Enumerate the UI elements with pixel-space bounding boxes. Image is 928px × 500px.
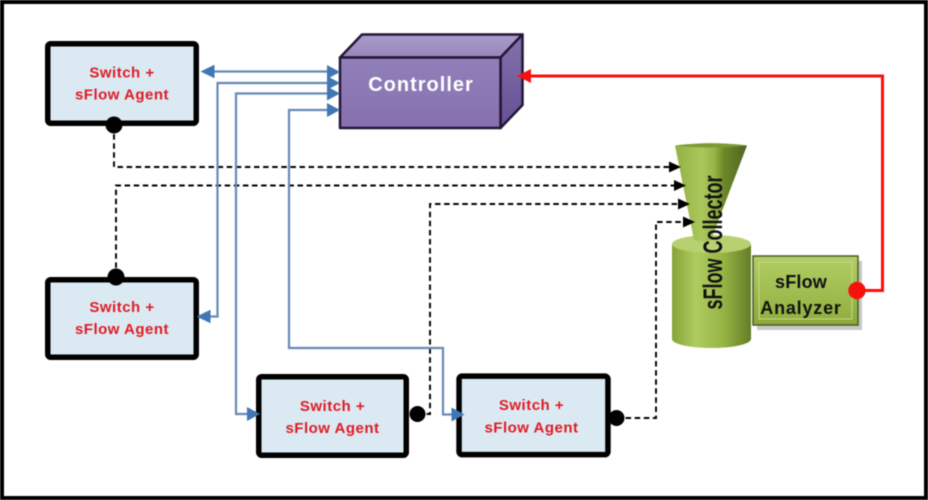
svg-text:sFlow Agent: sFlow Agent	[484, 420, 578, 437]
svg-text:Switch +: Switch +	[89, 65, 154, 82]
svg-text:sFlow Agent: sFlow Agent	[75, 321, 169, 338]
svg-text:Switch +: Switch +	[89, 299, 154, 316]
svg-text:Analyzer: Analyzer	[760, 298, 841, 318]
svg-text:sFlow: sFlow	[775, 272, 828, 292]
svg-text:Switch +: Switch +	[499, 397, 564, 414]
svg-text:sFlow Collector: sFlow Collector	[698, 175, 728, 309]
svg-text:sFlow Agent: sFlow Agent	[75, 87, 169, 104]
svg-text:Switch +: Switch +	[300, 398, 365, 415]
svg-text:Controller: Controller	[368, 74, 474, 96]
svg-text:sFlow Agent: sFlow Agent	[285, 420, 379, 437]
